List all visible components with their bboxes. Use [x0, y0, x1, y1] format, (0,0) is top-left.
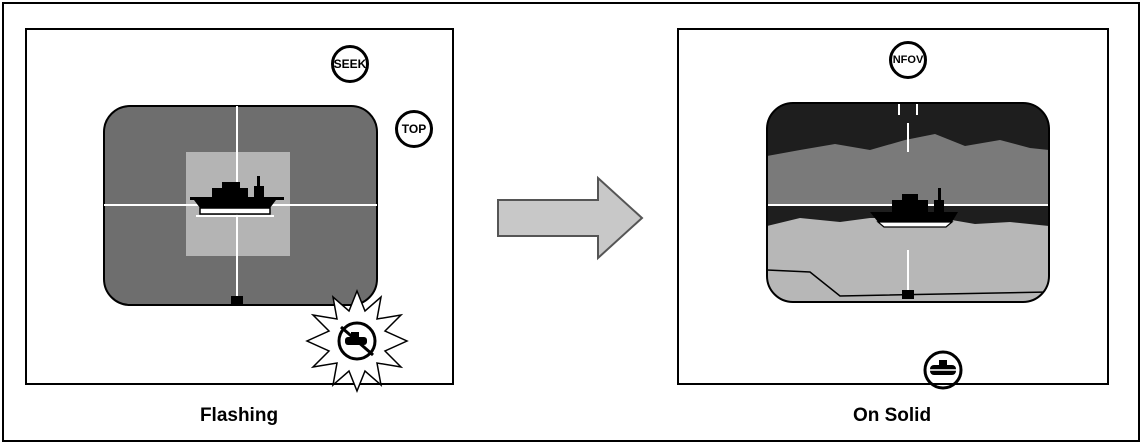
- nfov-badge: NFOV: [889, 41, 927, 79]
- seek-badge: SEEK: [331, 45, 369, 83]
- right-arrow-icon: [498, 178, 642, 258]
- left-caption: Flashing: [139, 405, 339, 427]
- right-caption: On Solid: [792, 405, 992, 427]
- right-panel: [677, 28, 1109, 385]
- top-badge: TOP: [395, 110, 433, 148]
